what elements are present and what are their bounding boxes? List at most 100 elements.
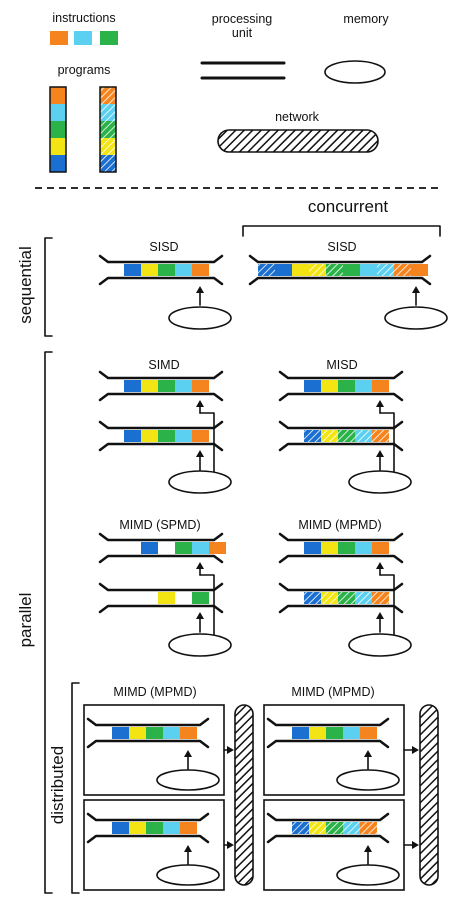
hatch-overlay <box>100 104 116 121</box>
hatch-overlay <box>326 822 343 834</box>
memory-ellipse <box>168 306 232 330</box>
instruction-block-green <box>158 380 175 392</box>
instruction-block-cyan <box>50 104 66 121</box>
mimd-mpmd-distributed-left-title: MIMD (MPMD) <box>113 685 197 699</box>
instruction-block-green <box>326 727 343 739</box>
arrow-head <box>196 286 204 293</box>
arrow-head <box>364 750 372 757</box>
arrow-head <box>412 841 419 849</box>
processing-unit-bottom-rail <box>278 604 404 614</box>
misd-title: MISD <box>326 358 358 372</box>
processing-unit-bottom-rail <box>248 276 432 286</box>
processing-unit-top-rail <box>98 582 224 592</box>
instructions-label: instructions <box>52 11 116 25</box>
mimd-mpmd-parallel-title: MIMD (MPMD) <box>298 518 382 532</box>
hatch-overlay <box>309 264 326 276</box>
arrow-head <box>184 845 192 852</box>
arrow-head <box>184 750 192 757</box>
instruction-block-blue <box>141 542 158 554</box>
instruction-block-blue <box>304 542 321 554</box>
processing-unit-top-rail <box>266 717 390 727</box>
instruction-block-green <box>338 380 355 392</box>
processing-unit-label-line1: processing <box>211 12 273 26</box>
instruction-block-orange <box>180 822 197 834</box>
arrow-head <box>412 286 420 293</box>
instruction-block-yellow <box>309 727 326 739</box>
instruction-block-yellow <box>50 138 66 155</box>
arrow-head <box>412 746 419 754</box>
instruction-block-blue <box>50 155 66 172</box>
mimd-spmd-title: MIMD (SPMD) <box>119 518 201 532</box>
instruction-block-cyan <box>192 542 209 554</box>
processing-unit-bottom-rail <box>98 276 224 286</box>
parallel-header: parallel <box>16 592 35 648</box>
instruction-block-green <box>146 822 163 834</box>
processing-unit-top-rail <box>98 420 224 430</box>
instruction-block-orange <box>209 542 226 554</box>
arrow-head <box>376 450 384 457</box>
processing-unit-top-rail <box>86 717 210 727</box>
arrow-head <box>196 450 204 457</box>
memory-ellipse <box>156 864 220 886</box>
hatch-overlay <box>258 264 275 276</box>
instruction-block-blue <box>112 822 129 834</box>
processing-unit-bottom-rail <box>278 392 404 402</box>
processing-unit-top-rail <box>248 254 432 264</box>
simd-memory-link <box>199 412 215 473</box>
hatch-overlay <box>343 822 360 834</box>
instruction-block-orange <box>411 264 428 276</box>
hatch-overlay <box>292 822 309 834</box>
processing-unit-bottom-rail <box>98 442 224 452</box>
hatch-overlay <box>100 87 116 104</box>
simd-title: SIMD <box>148 358 180 372</box>
hatch-overlay <box>360 822 377 834</box>
concurrent-header: concurrent <box>307 197 389 216</box>
hatch-overlay <box>304 592 321 604</box>
instruction-block-yellow <box>321 542 338 554</box>
instruction-block-green <box>158 264 175 276</box>
sequential-bracket <box>44 237 53 337</box>
hatch-overlay <box>100 138 116 155</box>
memory-ellipse <box>384 306 448 330</box>
sisd-sequential-title: SISD <box>149 240 179 254</box>
instruction-block-yellow <box>321 380 338 392</box>
programs-label: programs <box>57 63 111 77</box>
parallel-bracket <box>44 351 53 894</box>
program-bar-outline <box>49 86 67 173</box>
instruction-block-green <box>158 430 175 442</box>
processing-unit-top-rail <box>98 254 224 264</box>
processing-unit-bottom-rail <box>266 739 390 749</box>
memory-legend-ellipse <box>324 60 386 84</box>
instruction-block-yellow <box>141 380 158 392</box>
instruction-block-blue <box>124 380 141 392</box>
hatch-overlay <box>100 155 116 172</box>
processing-unit-top-rail <box>278 532 404 542</box>
hatch-overlay <box>338 430 355 442</box>
arrow-head <box>227 746 234 754</box>
processing-unit-bottom-rail <box>278 442 404 452</box>
instruction-block-orange <box>372 542 389 554</box>
misd-memory-link <box>379 412 395 473</box>
hatch-overlay <box>338 592 355 604</box>
instruction-block-green <box>50 121 66 138</box>
instruction-block-cyan <box>355 380 372 392</box>
processing-unit-top-rail <box>98 532 224 542</box>
arrow-head <box>227 841 234 849</box>
hatch-overlay <box>326 264 343 276</box>
hatch-overlay <box>100 121 116 138</box>
instruction-block-yellow <box>292 264 309 276</box>
processing-unit-bottom-rail <box>98 392 224 402</box>
instruction-block-orange <box>372 380 389 392</box>
memory-ellipse <box>168 633 232 657</box>
processing-unit-top-rail <box>278 370 404 380</box>
instruction-block-yellow <box>129 822 146 834</box>
arrow-head <box>376 612 384 619</box>
instruction-block-orange <box>50 31 68 45</box>
instruction-block-blue <box>112 727 129 739</box>
hatch-overlay <box>372 430 389 442</box>
instruction-block-cyan <box>175 264 192 276</box>
instruction-block-cyan <box>163 822 180 834</box>
processing-unit-bottom-rail <box>266 834 390 844</box>
instruction-block-cyan <box>360 264 377 276</box>
instruction-block-orange <box>180 727 197 739</box>
